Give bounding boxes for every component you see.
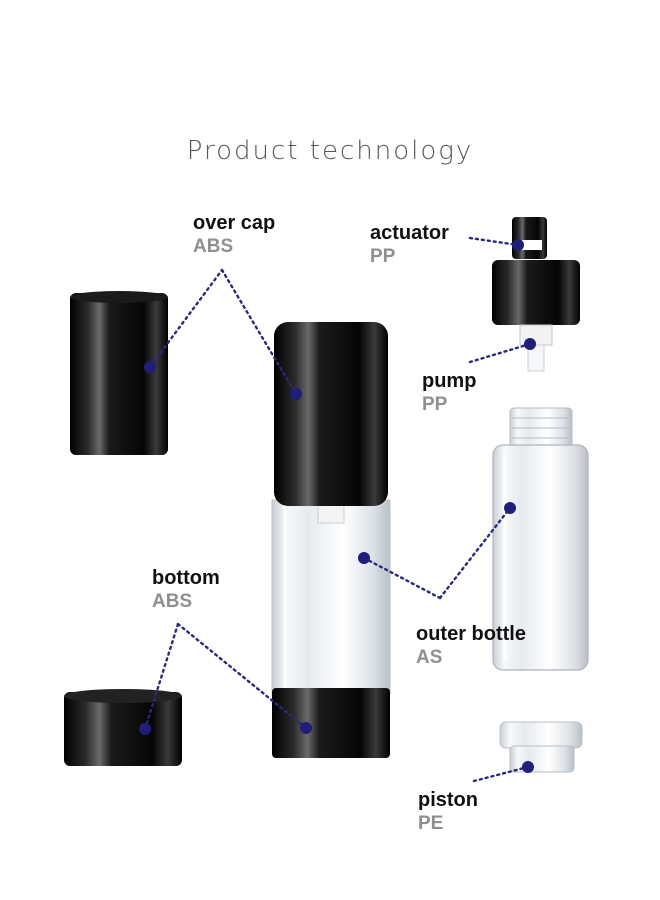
piston-part bbox=[499, 721, 583, 773]
label-piston: piston PE bbox=[418, 790, 478, 833]
leader-lines bbox=[143, 236, 532, 783]
part-material: AS bbox=[416, 647, 443, 668]
part-name: outer bottle bbox=[416, 623, 526, 645]
part-name: bottom bbox=[152, 567, 220, 589]
label-over-cap: over cap ABS bbox=[193, 213, 275, 256]
page-title: Product technology bbox=[186, 136, 474, 166]
part-name: piston bbox=[418, 789, 478, 811]
part-name: over cap bbox=[193, 212, 276, 234]
assembled-bottle bbox=[271, 322, 391, 758]
part-name: pump bbox=[422, 370, 477, 392]
label-bottom: bottom ABS bbox=[152, 568, 220, 611]
part-material: PP bbox=[422, 394, 448, 415]
label-actuator: actuator PP bbox=[370, 223, 449, 266]
pump-assembly bbox=[492, 217, 580, 372]
label-pump: pump PP bbox=[422, 371, 476, 414]
label-outer-bottle: outer bottle AS bbox=[416, 624, 526, 667]
part-material: PE bbox=[418, 813, 444, 834]
part-material: ABS bbox=[152, 591, 193, 612]
outer-bottle-part bbox=[492, 407, 589, 671]
bottom-part bbox=[64, 689, 182, 766]
part-name: actuator bbox=[370, 222, 449, 244]
over-cap-part bbox=[70, 291, 168, 455]
part-material: ABS bbox=[193, 236, 234, 257]
callout-dots bbox=[139, 239, 536, 773]
part-material: PP bbox=[370, 246, 396, 267]
